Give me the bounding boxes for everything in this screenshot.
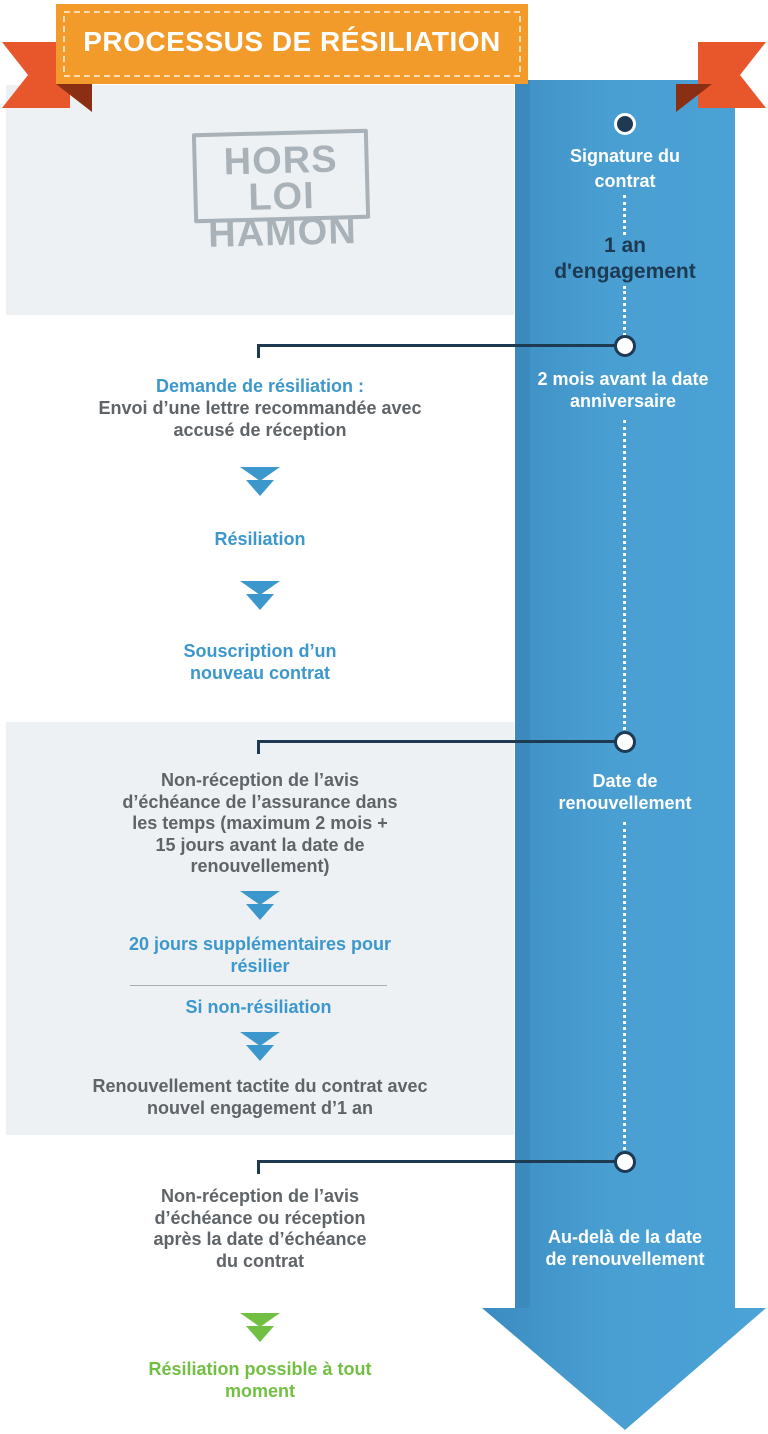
demande-resiliation-text: Envoi d’une lettre recommandée avec accu…: [98, 398, 422, 440]
timeline-label-engagement: 1 an d'engagement: [554, 234, 696, 283]
timeline-dotted-line: [623, 195, 626, 235]
souscription-label: Souscription d’un nouveau contrat: [183, 641, 337, 683]
timeline-dot-renouvellement: [614, 731, 636, 753]
timeline-label-au-dela: Au-delà de la date de renouvellement: [545, 1227, 705, 1269]
chevron-down-icon: [240, 1032, 280, 1061]
vingt-jours-label: 20 jours supplémentaires pour résilier: [128, 934, 392, 976]
connector-tick: [257, 740, 260, 754]
panel-renouvellement: [6, 722, 514, 1135]
divider: [130, 985, 387, 986]
timeline-dotted-line: [623, 286, 626, 336]
resiliation-possible-label: Résiliation possible à tout moment: [148, 1359, 372, 1401]
chevron-down-icon: [240, 581, 280, 610]
banner-ribbon: [2, 4, 766, 112]
hors-loi-hamon-stamp: HORS LOI HAMON: [191, 128, 371, 256]
connector-tick: [257, 1160, 260, 1174]
timeline-dotted-line: [623, 420, 626, 730]
connector-line: [257, 740, 617, 743]
non-reception-echeance-text: Non-réception de l’avis d’échéance ou ré…: [153, 1186, 367, 1271]
timeline-dot-deux-mois: [614, 335, 636, 357]
timeline-label-renouvellement: Date de renouvellement: [558, 771, 692, 813]
timeline-label-deux-mois: 2 mois avant la date anniversaire: [537, 369, 709, 411]
non-reception-avis-text: Non-réception de l’avis d’échéance de l’…: [122, 770, 398, 876]
timeline-dot-au-dela: [614, 1151, 636, 1173]
timeline-dot-signature: [614, 113, 636, 135]
connector-tick: [257, 344, 260, 358]
timeline-dotted-line: [623, 822, 626, 1150]
connector-line: [257, 344, 617, 347]
chevron-down-icon: [240, 891, 280, 920]
renouvellement-tacite-text: Renouvellement tactite du contrat avec n…: [92, 1076, 428, 1118]
panel-hors-loi-hamon: [6, 85, 514, 315]
stamp-line-2: HAMON: [207, 210, 358, 256]
si-non-resiliation-label: Si non-résiliation: [185, 997, 332, 1017]
demande-resiliation-title: Demande de résiliation :: [155, 376, 365, 396]
resiliation-label: Résiliation: [214, 529, 306, 549]
chevron-down-icon: [240, 1313, 280, 1342]
timeline-label-signature: Signature du contrat: [569, 146, 680, 191]
stamp-line-1: HORS LOI: [223, 138, 339, 219]
banner-title: PROCESSUS DE RÉSILIATION: [83, 26, 501, 57]
chevron-down-icon: [240, 467, 280, 496]
connector-line: [257, 1160, 617, 1163]
